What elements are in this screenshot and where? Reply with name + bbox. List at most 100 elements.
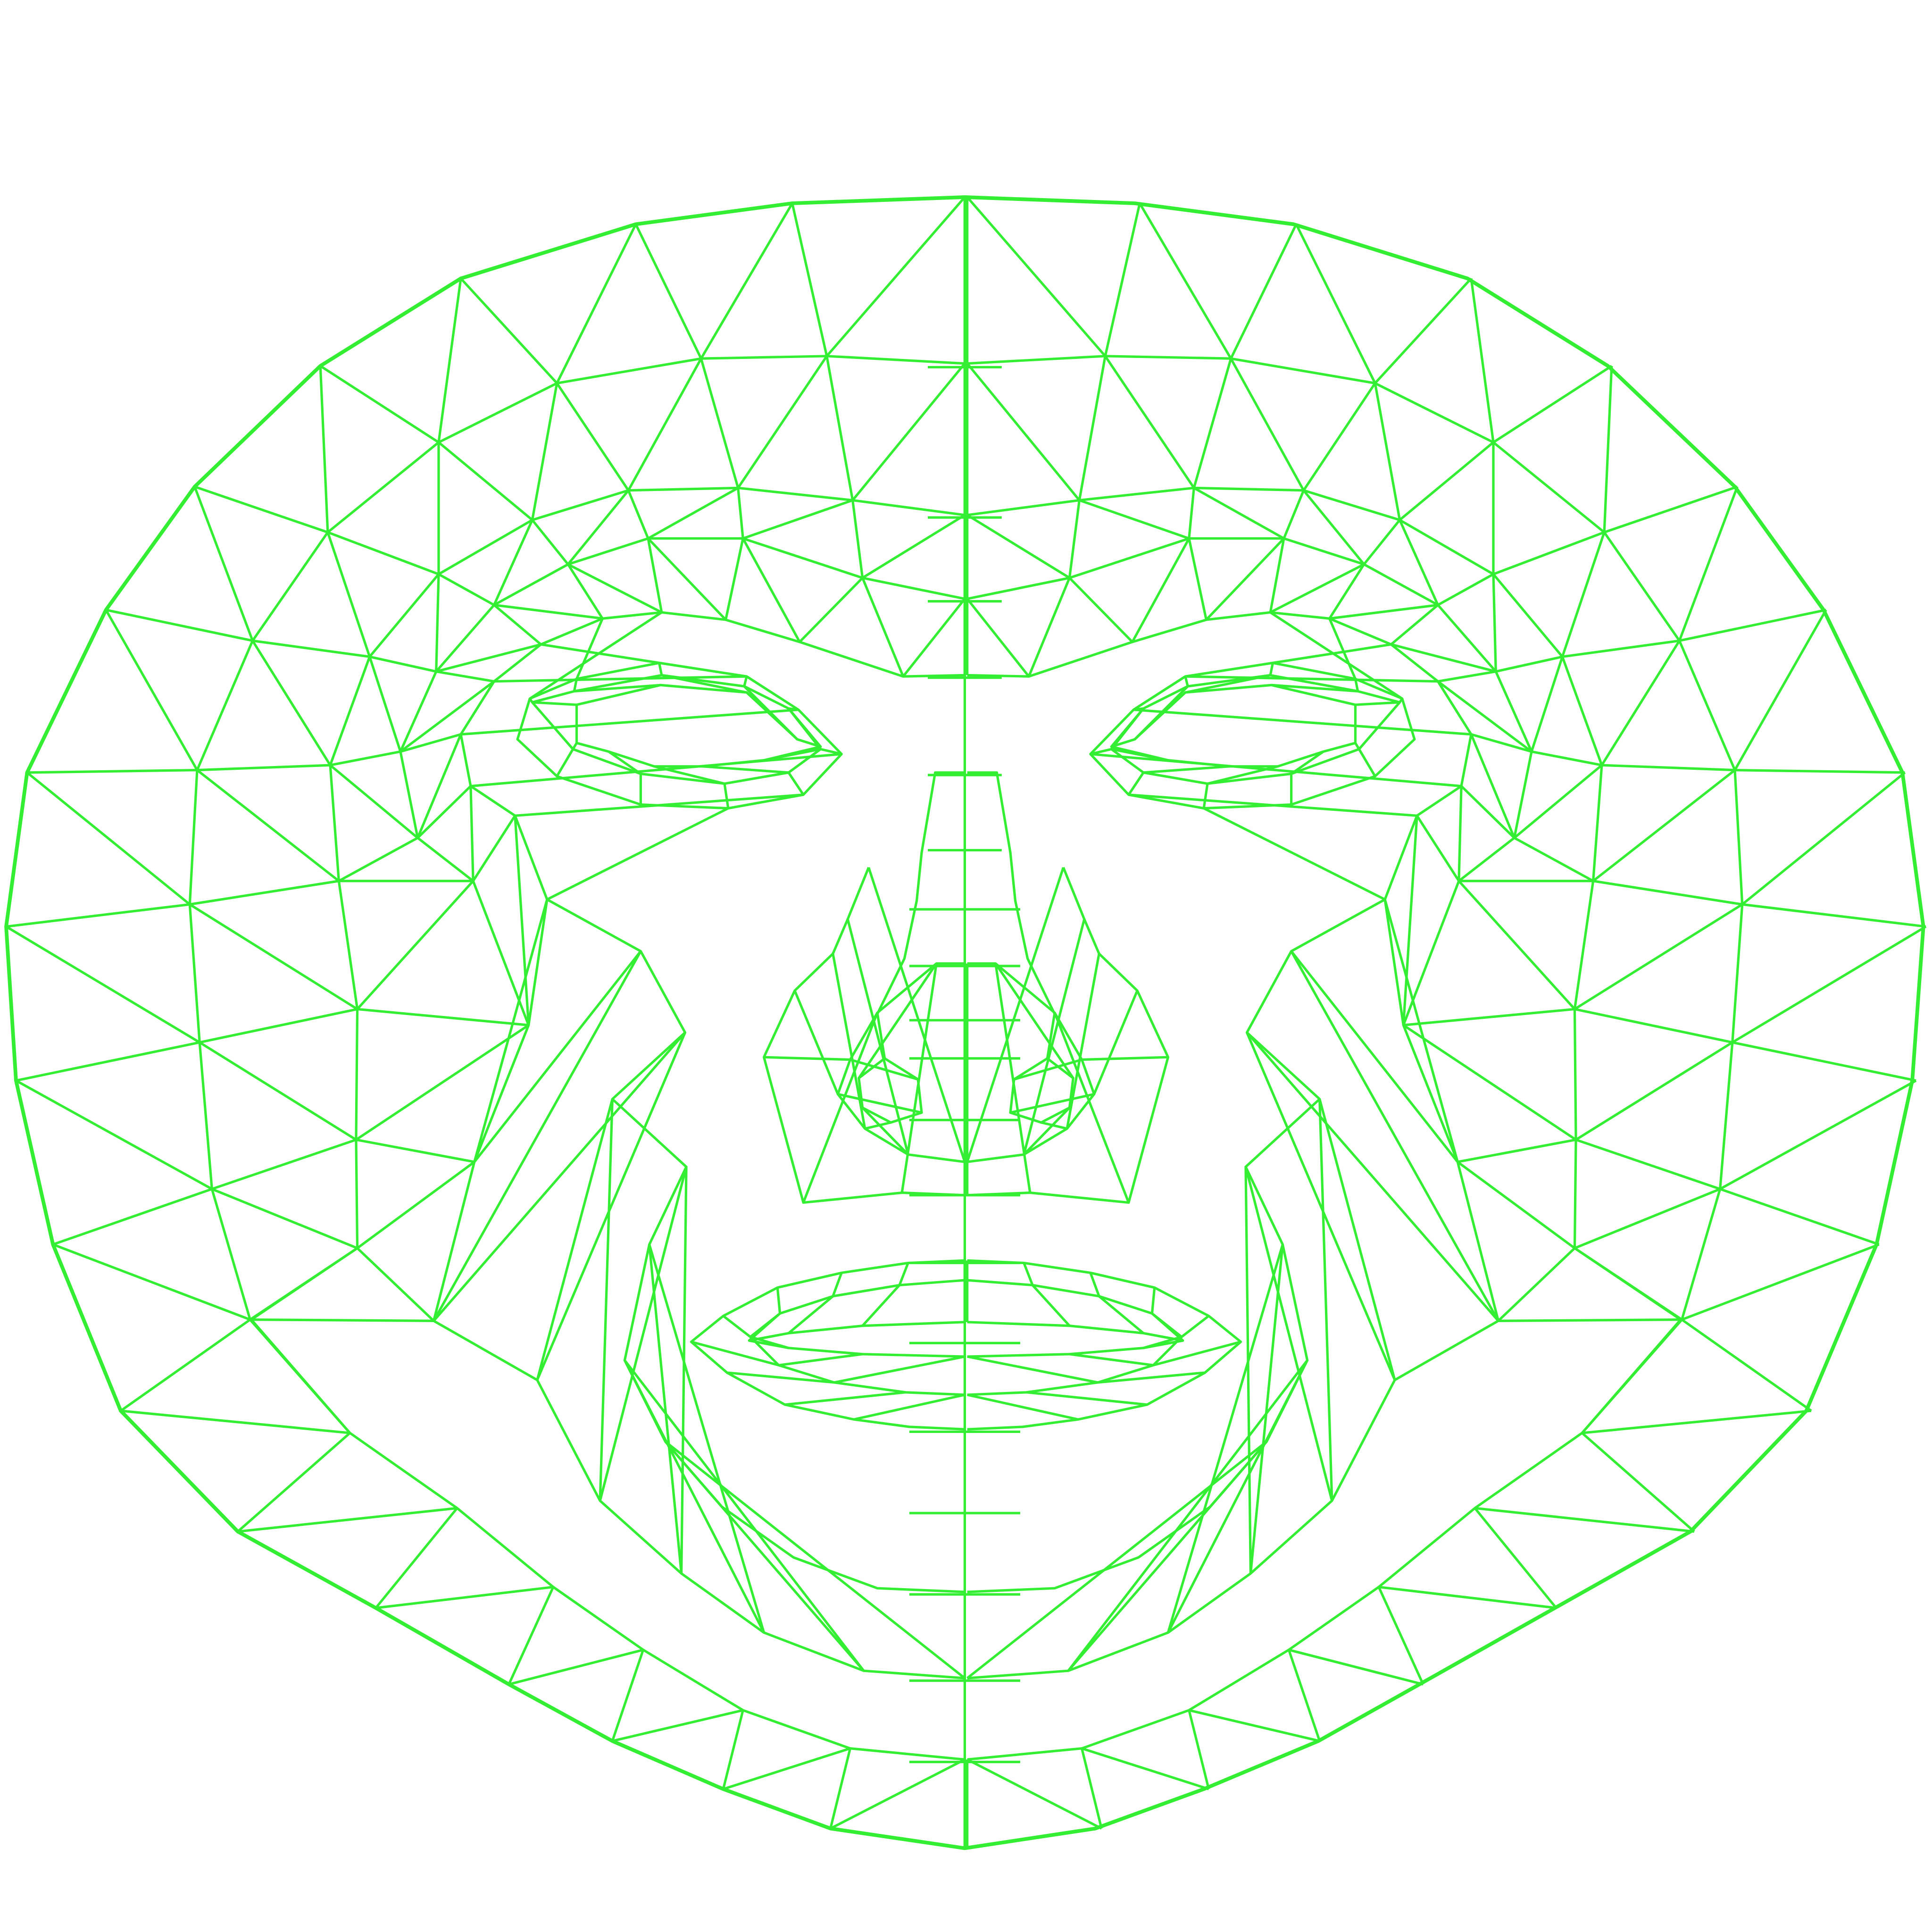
mesh-spoke <box>627 358 702 491</box>
eye-spoke <box>702 765 789 774</box>
mesh-spoke <box>536 1099 614 1381</box>
mesh-spoke <box>825 356 854 501</box>
mesh-spoke <box>1104 203 1141 357</box>
mesh-spoke <box>567 490 630 566</box>
eye-spoke <box>608 750 641 775</box>
nose-bridge-left <box>876 771 965 1015</box>
mesh-spoke <box>189 903 358 1010</box>
nose-spoke <box>865 1121 891 1130</box>
mesh-spoke <box>599 1099 614 1501</box>
mesh-spoke <box>1246 1032 1396 1381</box>
mesh-spoke <box>251 1318 434 1322</box>
lip-spoke <box>1089 1272 1100 1297</box>
eye-spoke <box>1184 676 1189 687</box>
mesh-spoke <box>1513 764 1603 839</box>
nose-outer-left <box>836 962 965 1163</box>
mesh-spoke <box>1574 903 1743 1010</box>
mesh-spoke <box>1741 771 1906 906</box>
mesh-spoke <box>1681 1318 1812 1412</box>
mesh-spoke <box>966 1758 1102 1830</box>
mesh-spoke <box>330 750 401 766</box>
eye-spoke <box>572 742 578 750</box>
mesh-spoke <box>1079 499 1190 540</box>
eye-spoke <box>460 708 799 736</box>
mesh-spoke <box>211 1188 358 1249</box>
mesh-spoke <box>647 538 663 613</box>
mesh-spoke <box>966 1441 1268 1679</box>
mesh-spoke <box>647 537 727 621</box>
mesh-spoke <box>1592 769 1736 882</box>
mesh-spoke <box>1383 899 1459 1163</box>
lip-spoke <box>1026 1391 1148 1406</box>
mesh-spoke <box>1474 1507 1557 1609</box>
mesh-spoke <box>193 486 254 641</box>
mesh-spoke <box>356 880 475 1010</box>
mesh-spoke <box>851 500 864 578</box>
lip-spoke <box>1023 1262 1034 1286</box>
lip-spoke <box>861 1284 900 1327</box>
mesh-spoke <box>1302 382 1376 491</box>
nose-spoke <box>861 1107 909 1156</box>
mesh-spoke <box>1681 1243 1880 1321</box>
eye-outer-ring-left <box>516 661 843 810</box>
mesh-spoke <box>400 733 461 753</box>
mesh-spoke <box>250 1319 351 1434</box>
mesh-spoke <box>368 656 402 752</box>
mesh-spoke <box>433 950 642 1322</box>
eye-spoke <box>529 611 663 700</box>
mesh-spoke <box>966 598 1030 677</box>
mesh-spoke <box>1460 785 1516 839</box>
mesh-spoke <box>1402 1024 1577 1141</box>
mesh-spoke <box>1189 1709 1320 1742</box>
mesh-spoke <box>27 769 197 774</box>
mesh-spoke <box>742 499 853 540</box>
nose-wing-left <box>762 867 965 1204</box>
lip-spoke <box>967 1355 1099 1384</box>
mesh-spoke <box>723 1747 851 1790</box>
mesh-spoke <box>1139 202 1232 359</box>
mesh-spoke <box>1188 538 1208 620</box>
mesh-spoke <box>437 278 462 443</box>
mesh-spoke <box>1575 1041 1733 1141</box>
nose-spoke <box>876 1012 886 1059</box>
face-mesh <box>4 195 1927 1850</box>
mesh-spoke <box>862 514 966 579</box>
lip-spoke <box>1150 1287 1156 1314</box>
mesh-spoke <box>851 362 966 501</box>
eye-spoke <box>1271 683 1358 693</box>
mesh-spoke <box>15 1079 213 1191</box>
mesh-spoke <box>514 816 530 1025</box>
mesh-spoke <box>460 277 558 384</box>
mesh-spoke <box>249 1247 358 1321</box>
mesh-spoke <box>357 1161 475 1249</box>
mesh-spoke <box>1205 537 1285 621</box>
lip-spoke <box>691 1341 779 1366</box>
mesh-spoke <box>196 769 340 882</box>
mesh-spoke <box>1582 1409 1812 1434</box>
mesh-spoke <box>252 639 370 658</box>
mesh-spoke <box>357 1008 529 1026</box>
mesh-spoke <box>473 899 549 1163</box>
mesh-spoke <box>1188 1710 1210 1790</box>
nose-spoke <box>802 1012 879 1203</box>
nose-spoke <box>966 867 1065 1163</box>
mesh-spoke <box>1290 950 1499 1322</box>
mesh-spoke <box>861 577 905 677</box>
mesh-spoke <box>1601 764 1735 772</box>
mesh-spoke <box>435 574 440 672</box>
mesh-spoke <box>902 598 966 677</box>
mesh-spoke <box>52 1243 251 1321</box>
mesh-spoke <box>624 1359 765 1633</box>
nose-spoke <box>764 1056 850 1061</box>
mesh-spoke <box>825 196 966 357</box>
mesh-spoke <box>438 441 533 521</box>
mesh-spoke <box>369 655 437 673</box>
mesh-spoke <box>1188 488 1195 539</box>
mesh-spoke <box>1678 486 1739 641</box>
mesh-spoke <box>356 1247 435 1322</box>
eye-spoke <box>575 618 604 680</box>
mesh-spoke <box>251 640 332 766</box>
nose-spoke <box>1023 1107 1071 1156</box>
lip-spoke <box>832 1272 843 1297</box>
nose-spoke <box>1041 1121 1067 1130</box>
